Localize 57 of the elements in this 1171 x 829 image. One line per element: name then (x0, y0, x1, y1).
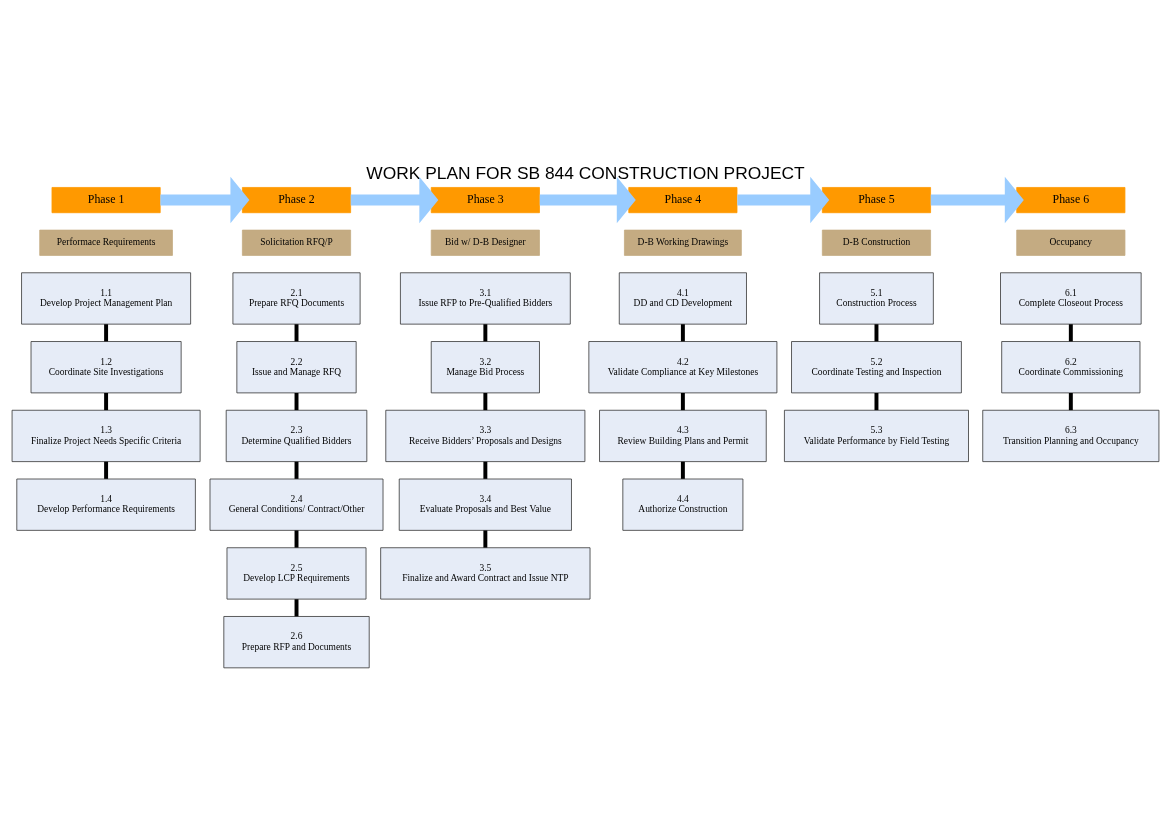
diagram-title: WORK PLAN FOR SB 844 CONSTRUCTION PROJECT (366, 162, 805, 183)
node-box: 4.1 DD and CD Development (618, 271, 747, 325)
connector (483, 323, 488, 341)
connector (874, 392, 879, 410)
arrow (737, 176, 830, 223)
node-box: 1.3 Finalize Project Needs Specific Criteria (11, 409, 201, 462)
arrow (160, 176, 250, 223)
connector (874, 323, 879, 341)
node-box: 3.4 Evaluate Proposals and Best Value (398, 478, 572, 531)
node-box: Occupancy (1016, 229, 1126, 256)
node-box: 4.2 Validate Compliance at Key Milestones (588, 340, 778, 393)
node-box: 3.2 Manage Bid Process (430, 340, 540, 393)
connector (680, 323, 685, 341)
node-box: 6.1 Complete Closeout Process (1000, 271, 1142, 325)
node-box: Phase 3 (430, 186, 540, 213)
node-box: Phase 5 (821, 186, 931, 213)
node-box: Phase 2 (242, 186, 352, 213)
arrow (539, 176, 636, 223)
connector (483, 392, 488, 410)
connector (104, 392, 109, 410)
connector (483, 530, 488, 548)
node-box: Phase 4 (628, 186, 738, 213)
connector (680, 392, 685, 410)
node-box: 3.1 Issue RFP to Pre-Qualified Bidders (400, 271, 571, 325)
connector (1068, 392, 1073, 410)
node-box: Phase 6 (1016, 186, 1126, 213)
node-box: 6.2 Coordinate Commissioning (1001, 340, 1141, 393)
node-box: 2.5 Develop LCP Requirements (226, 546, 367, 599)
node-box: 1.1 Develop Project Management Plan (21, 271, 192, 325)
node-box: Phase 1 (51, 186, 161, 213)
connector (1068, 323, 1073, 341)
node-box: 2.6 Prepare RFP and Documents (223, 615, 370, 668)
node-box: Bid w/ D-B Designer (430, 229, 540, 256)
node-box: Solicitation RFQ/P (242, 229, 352, 256)
node-box: 5.1 Construction Process (819, 271, 934, 325)
node-box: 4.3 Review Building Plans and Permit (599, 409, 767, 462)
node-box: 5.2 Coordinate Testing and Inspection (791, 340, 962, 393)
node-box: 1.2 Coordinate Site Investigations (30, 340, 182, 393)
node-box: 4.4 Authorize Construction (622, 478, 744, 531)
connector (104, 461, 109, 479)
node-box: D-B Working Drawings (624, 229, 742, 256)
node-box: 2.4 General Conditions/ Contract/Other (209, 478, 384, 531)
arrow (350, 176, 439, 223)
node-box: 2.3 Determine Qualified Bidders (225, 409, 368, 462)
node-box: 1.4 Develop Performance Requirements (16, 478, 196, 531)
node-box: 3.5 Finalize and Award Contract and Issue NTP (380, 546, 591, 599)
arrow (930, 176, 1024, 223)
node-box: D-B Construction (821, 229, 931, 256)
node-box: 2.2 Issue and Manage RFQ (236, 340, 357, 393)
node-box: 5.3 Validate Performance by Field Testing (784, 409, 969, 462)
connector (104, 323, 109, 341)
connector (483, 461, 488, 479)
node-box: 6.3 Transition Planning and Occupancy (982, 409, 1160, 462)
connector (680, 461, 685, 479)
node-box: 2.1 Prepare RFQ Documents (232, 271, 361, 325)
node-box: 3.3 Receive Bidders’ Proposals and Designs (385, 409, 586, 462)
node-box: Performace Requirements (39, 229, 173, 256)
